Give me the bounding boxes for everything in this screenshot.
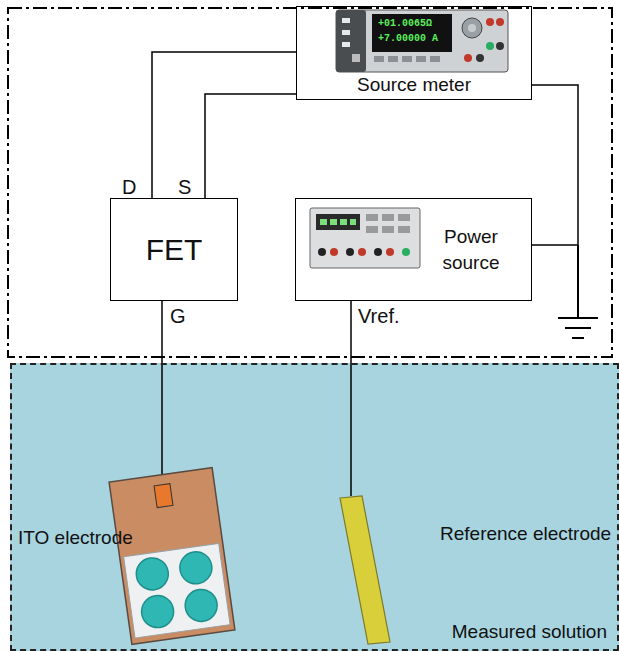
electrode-node: ITO electrode (18, 466, 250, 646)
display-reading: +01.0065Ω (378, 18, 432, 30)
solution-region: ITO electrode Reference electrodeMeasured… (10, 363, 619, 651)
pin-name: D (122, 176, 136, 199)
source-meter-picture (336, 10, 508, 72)
node-label: Measured solution (452, 621, 607, 643)
pin-name: S (178, 176, 191, 199)
node-label: FET (146, 233, 203, 267)
power-source-picture (310, 208, 420, 268)
signal-anchor: D (122, 176, 136, 199)
reference-electrode-bar (340, 496, 390, 644)
wire (152, 52, 296, 198)
display-anchor: +01.0065Ω (378, 18, 432, 30)
ground-symbol (558, 245, 598, 338)
ito-electrode-plate (109, 468, 235, 645)
signal-anchor: G (170, 305, 186, 328)
pin-name: G (170, 305, 186, 328)
node-label: Power source (427, 224, 515, 275)
instrument-box: Source meter (296, 6, 532, 100)
solution-fill (10, 363, 619, 651)
signal-anchor: Vref. (358, 305, 400, 328)
process-box: FET (110, 198, 238, 301)
display-reading: +7.00000 A (378, 33, 438, 45)
wire (205, 94, 296, 198)
instrument-frame (8, 8, 612, 357)
instrument-box: Power source (295, 198, 532, 301)
pin-name: Vref. (358, 305, 400, 328)
display-anchor: +7.00000 A (378, 33, 438, 45)
wire (161, 301, 163, 466)
wire (532, 85, 578, 245)
node-label: ITO electrode (18, 526, 102, 551)
wire (350, 301, 352, 496)
signal-anchor: S (178, 176, 191, 199)
node-label: Source meter (357, 74, 471, 96)
node-label: Reference electrode (440, 522, 558, 547)
